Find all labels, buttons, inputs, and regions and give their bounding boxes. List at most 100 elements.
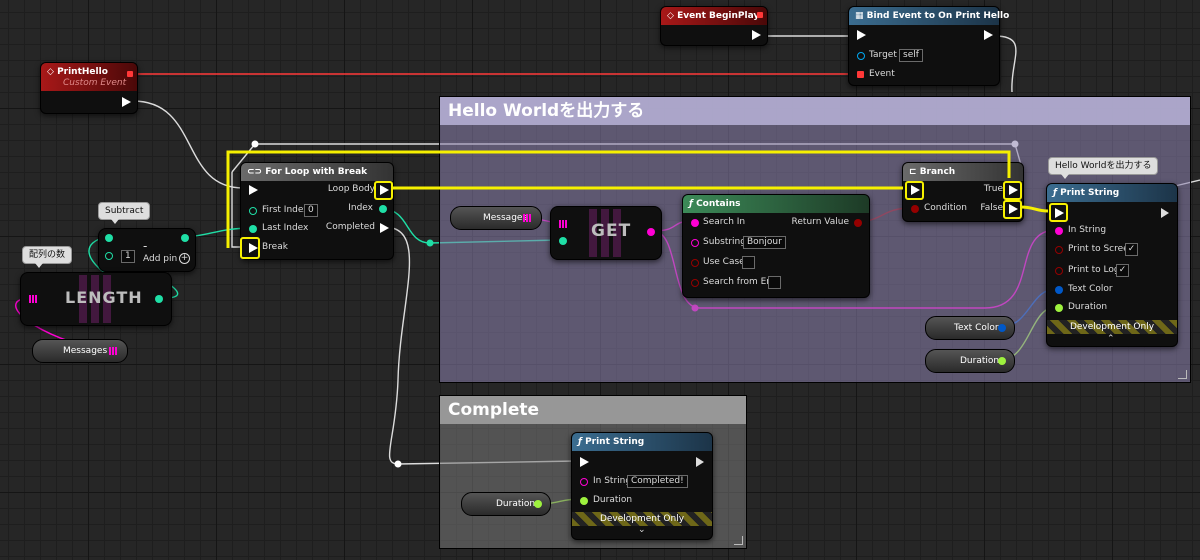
branch-icon: ⊏: [909, 167, 917, 177]
array-pin[interactable]: [109, 347, 117, 355]
b-pin[interactable]: [105, 252, 113, 260]
in-string-pin[interactable]: [1055, 227, 1063, 235]
development-only-banner: Development Only: [572, 512, 712, 526]
pin-label: Search In: [703, 217, 746, 227]
text-color-pin[interactable]: [998, 324, 1006, 332]
comment-bubble[interactable]: Subtract: [98, 202, 151, 224]
return-value-pin[interactable]: [854, 219, 862, 227]
expand-chevron-icon[interactable]: ⌄: [638, 525, 646, 535]
target-value[interactable]: self: [899, 49, 923, 62]
function-icon: ƒ: [689, 199, 693, 209]
array-pin[interactable]: [29, 295, 37, 303]
event-pin[interactable]: [857, 71, 864, 78]
substring-pin[interactable]: [691, 239, 699, 247]
diamond-icon: ◇: [47, 67, 54, 77]
exec-out-pin[interactable]: [122, 97, 131, 107]
print-to-screen-checkbox[interactable]: ✓: [1125, 243, 1138, 256]
first-index-pin[interactable]: [249, 207, 257, 215]
delegate-pin[interactable]: [127, 71, 133, 77]
search-from-end-checkbox[interactable]: [768, 276, 781, 289]
resize-handle[interactable]: [1178, 370, 1187, 379]
in-string-pin[interactable]: [580, 478, 588, 486]
use-case-pin[interactable]: [691, 259, 699, 267]
completed-pin[interactable]: [380, 223, 389, 233]
exec-in-pin[interactable]: [1055, 208, 1064, 218]
break-pin[interactable]: [249, 243, 258, 253]
exec-in-pin[interactable]: [249, 185, 258, 195]
length-node[interactable]: LENGTH: [20, 272, 172, 326]
a-pin[interactable]: [105, 234, 113, 242]
exec-out-pin[interactable]: [984, 30, 993, 40]
messages-variable[interactable]: Messages: [32, 339, 128, 363]
highlight-branch-exec-in: [905, 181, 924, 200]
exec-out-pin[interactable]: [1161, 208, 1169, 218]
result-pin[interactable]: [181, 234, 189, 242]
bind-event-node[interactable]: ▦ Bind Event to On Print Hello Target se…: [848, 6, 1009, 86]
pin-label: Last Index: [262, 223, 309, 233]
in-string-value[interactable]: Completed!: [627, 475, 688, 488]
pin-label: False: [980, 203, 1003, 213]
resize-handle[interactable]: [734, 536, 743, 545]
item-pin[interactable]: [647, 228, 655, 236]
node-title: Bind Event to On Print Hello: [866, 11, 1010, 21]
pin-label: Search from End: [703, 277, 778, 287]
pin-label: Loop Body: [327, 184, 375, 194]
exec-in-pin[interactable]: [580, 457, 589, 467]
print-string-node[interactable]: ƒ Print String In String Print to Screen…: [1046, 183, 1178, 347]
array-pin[interactable]: [559, 220, 567, 228]
duration-pin[interactable]: [534, 500, 542, 508]
pin-label: Completed: [325, 222, 375, 232]
collapse-chevron-icon[interactable]: ⌃: [1107, 334, 1115, 344]
duration-pin[interactable]: [998, 357, 1006, 365]
add-pin-label[interactable]: Add pin: [143, 254, 178, 264]
condition-pin[interactable]: [911, 205, 919, 213]
search-in-pin[interactable]: [691, 219, 699, 227]
operator-label: -: [143, 239, 148, 253]
duration-variable[interactable]: Duration: [461, 492, 551, 516]
comment-bubble[interactable]: Hello Worldを出力する: [1048, 157, 1159, 179]
print-to-screen-pin[interactable]: [1055, 246, 1063, 254]
subtract-node[interactable]: - 1 Add pin +: [98, 228, 196, 272]
text-color-pin[interactable]: [1055, 286, 1063, 294]
for-loop-node[interactable]: ⊂⊃ For Loop with Break First Index 0 Las…: [240, 162, 394, 260]
function-icon: ƒ: [578, 437, 582, 447]
last-index-pin[interactable]: [249, 225, 257, 233]
diamond-icon: ◇: [667, 11, 674, 21]
pin-label: Condition: [924, 203, 967, 213]
use-case-checkbox[interactable]: [742, 256, 755, 269]
pin-label: Use Case: [703, 257, 745, 267]
pin-label: Event: [869, 69, 895, 79]
duration-variable[interactable]: Duration: [925, 349, 1015, 373]
true-pin[interactable]: [1009, 185, 1018, 195]
search-from-end-pin[interactable]: [691, 279, 699, 287]
text-color-variable[interactable]: Text Color: [925, 316, 1015, 340]
target-pin[interactable]: [857, 52, 865, 60]
substring-value[interactable]: Bonjour: [743, 236, 786, 249]
get-node[interactable]: GET: [550, 206, 662, 260]
pin-label: Duration: [593, 495, 633, 505]
result-pin[interactable]: [155, 295, 163, 303]
comment-bubble[interactable]: 配列の数: [22, 246, 73, 268]
array-pin[interactable]: [523, 214, 531, 222]
plus-circle-icon[interactable]: +: [179, 253, 190, 264]
index-pin[interactable]: [379, 205, 387, 213]
event-beginplay-node[interactable]: ◇ Event BeginPlay: [660, 6, 768, 46]
print-to-log-pin[interactable]: [1055, 267, 1063, 275]
duration-pin[interactable]: [1055, 304, 1063, 312]
messages-variable[interactable]: Messages: [450, 206, 542, 230]
delegate-pin[interactable]: [757, 12, 763, 18]
duration-pin[interactable]: [580, 497, 588, 505]
print-to-log-checkbox[interactable]: ✓: [1116, 264, 1129, 277]
print-string-complete-node[interactable]: ƒ Print String In String Completed! Dura…: [571, 432, 713, 540]
b-value[interactable]: 1: [121, 250, 135, 263]
node-label: GET: [591, 221, 632, 241]
exec-in-pin[interactable]: [857, 30, 866, 40]
exec-out-pin[interactable]: [696, 457, 704, 467]
false-pin[interactable]: [1009, 204, 1018, 214]
index-pin[interactable]: [559, 237, 567, 245]
first-index-value[interactable]: 0: [304, 204, 318, 217]
node-title: For Loop with Break: [265, 167, 368, 177]
exec-out-pin[interactable]: [752, 30, 761, 40]
print-hello-event-node[interactable]: ◇ PrintHello Custom Event: [40, 62, 138, 114]
contains-node[interactable]: ƒ Contains Search In Return Value Substr…: [682, 194, 870, 298]
